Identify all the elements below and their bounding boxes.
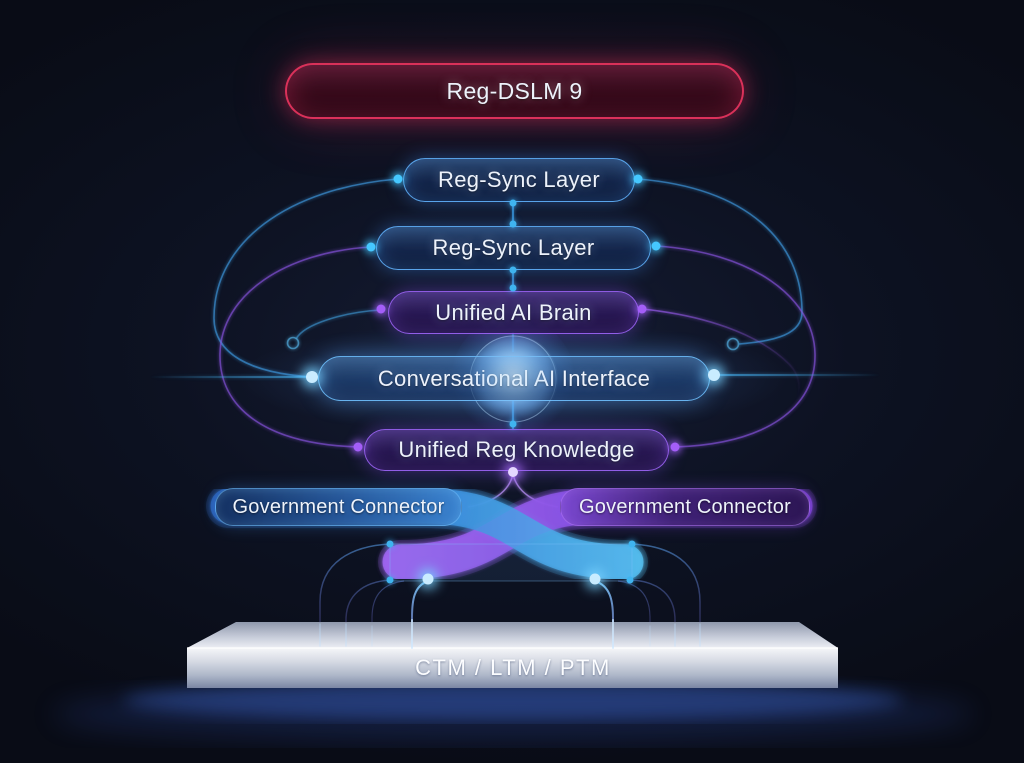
node-dot bbox=[626, 576, 634, 584]
node-dot bbox=[376, 304, 386, 314]
title-pill: Reg-DSLM 9 bbox=[285, 63, 744, 119]
connector-pill-left: Government Connector bbox=[215, 488, 462, 526]
node-dot bbox=[628, 540, 636, 548]
node-dot bbox=[509, 284, 517, 292]
layer-pill-reg-sync-1: Reg-Sync Layer bbox=[403, 158, 635, 202]
node-dot bbox=[306, 371, 318, 383]
node-dot bbox=[508, 467, 518, 477]
node-dot bbox=[422, 573, 434, 585]
node-dot bbox=[353, 442, 363, 452]
node-dot bbox=[509, 420, 517, 428]
layer-pill-unified-reg-knowledge: Unified Reg Knowledge bbox=[364, 429, 669, 471]
layer-pill-reg-sync-2: Reg-Sync Layer bbox=[376, 226, 651, 270]
node-dot bbox=[509, 220, 517, 228]
node-dot bbox=[708, 369, 720, 381]
node-dot bbox=[509, 199, 517, 207]
node-dot bbox=[509, 266, 517, 274]
connector-pill-right: Government Connector bbox=[560, 488, 810, 526]
node-dot bbox=[386, 576, 394, 584]
connection-arcs bbox=[150, 178, 880, 448]
node-dot bbox=[589, 573, 601, 585]
node-dot bbox=[651, 241, 661, 251]
node-dot bbox=[393, 174, 403, 184]
platform-slab bbox=[53, 619, 973, 742]
node-dot bbox=[386, 540, 394, 548]
layer-pill-conversational-ai-interface: Conversational AI Interface bbox=[318, 356, 710, 401]
junction-panel bbox=[389, 543, 633, 582]
platform-label: CTM / LTM / PTM bbox=[415, 655, 611, 680]
node-dot bbox=[670, 442, 680, 452]
node-dot bbox=[366, 242, 376, 252]
layer-pill-unified-ai-brain: Unified AI Brain bbox=[388, 291, 639, 334]
node-dot bbox=[633, 174, 643, 184]
node-dot bbox=[637, 304, 647, 314]
